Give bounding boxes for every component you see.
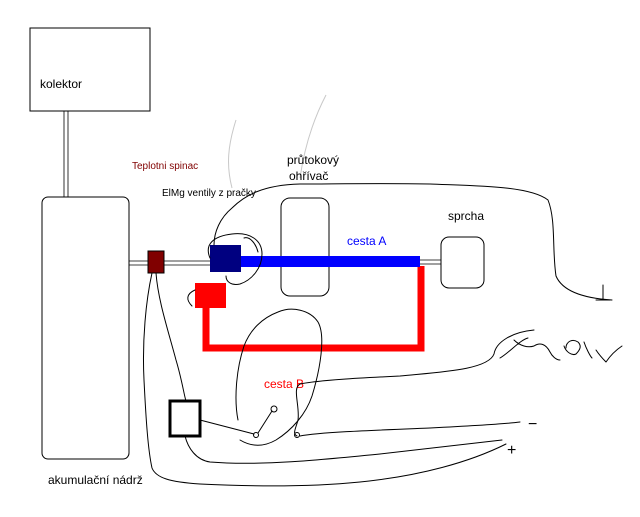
tank-box bbox=[41, 196, 130, 460]
thermo-switch: Teplotni spinac bbox=[132, 161, 198, 274]
path-b-pipe: cesta B bbox=[195, 266, 425, 391]
thermo-switch-body bbox=[147, 250, 165, 274]
shower-pipe bbox=[420, 259, 441, 265]
wire-relay-plus bbox=[184, 435, 503, 464]
wire-valve-b bbox=[187, 289, 196, 307]
shower-box bbox=[440, 236, 485, 289]
flow-heater: průtokový ohřívač bbox=[280, 153, 339, 297]
switch-contacts bbox=[199, 405, 300, 438]
valve-a bbox=[210, 245, 241, 272]
contact-left bbox=[253, 432, 259, 438]
tank-label: akumulační nádrž bbox=[48, 473, 143, 487]
contact-right bbox=[294, 432, 300, 438]
relay bbox=[168, 399, 202, 438]
accumulation-tank: akumulační nádrž bbox=[41, 196, 143, 487]
relay-box bbox=[168, 399, 202, 438]
faint-sketch-right bbox=[299, 94, 327, 179]
plus-terminal-label: + bbox=[507, 442, 516, 459]
wire-thermo-relay bbox=[155, 272, 187, 402]
path-a-label: cesta A bbox=[347, 234, 386, 248]
collector-label: kolektor bbox=[40, 77, 82, 91]
path-a-pipe: cesta A bbox=[210, 234, 420, 272]
tank-outlet-pipe bbox=[129, 260, 212, 266]
ground-symbol bbox=[595, 284, 611, 301]
flow-heater-box bbox=[280, 197, 330, 297]
faint-sketch-lines bbox=[228, 94, 327, 189]
path-b-route bbox=[202, 266, 425, 352]
wire-220v-top bbox=[213, 183, 613, 301]
flow-heater-label-2: ohřívač bbox=[289, 169, 328, 183]
flow-heater-label-1: průtokový bbox=[287, 153, 339, 167]
collector: kolektor bbox=[29, 27, 151, 112]
path-b-label: cesta B bbox=[264, 377, 304, 391]
path-a-route bbox=[240, 256, 420, 267]
wire-valve-heater bbox=[243, 237, 259, 253]
wire-valve-a-loop bbox=[207, 233, 263, 285]
wiring bbox=[142, 183, 623, 487]
minus-terminal-label: − bbox=[528, 416, 537, 433]
thermo-switch-label: Teplotni spinac bbox=[132, 161, 198, 172]
wire-thermo-bottom bbox=[142, 272, 507, 487]
collector-box bbox=[29, 27, 151, 112]
voltage-handwriting bbox=[499, 337, 623, 363]
contact-top bbox=[270, 405, 278, 413]
valves-label: ElMg ventily z pračky bbox=[162, 188, 256, 199]
shower: sprcha bbox=[440, 209, 485, 289]
wire-minus bbox=[299, 421, 521, 437]
power-terminals: − + bbox=[507, 416, 537, 459]
faint-sketch-left bbox=[228, 119, 237, 189]
valve-b bbox=[195, 283, 226, 308]
shower-label: sprcha bbox=[448, 209, 484, 223]
collector-pipe bbox=[63, 111, 69, 197]
wire-relay-valves bbox=[235, 308, 323, 446]
